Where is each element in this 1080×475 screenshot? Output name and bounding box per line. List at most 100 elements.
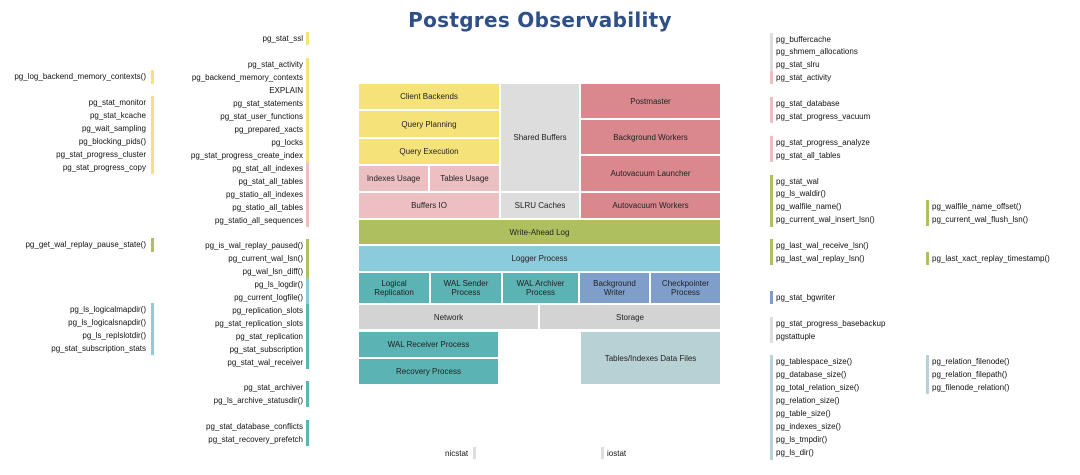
category-bar xyxy=(473,447,476,459)
block-logical-replication: Logical Replication xyxy=(358,272,430,304)
tool-label: pg_stat_wal_receiver xyxy=(227,358,303,367)
tool-label: pg_ls_logicalmapdir() xyxy=(69,305,146,314)
category-bar xyxy=(306,278,309,304)
tool-label: pg_ls_dir() xyxy=(776,448,814,457)
category-bar xyxy=(770,136,773,162)
tool-label: pg_statio_all_sequences xyxy=(214,216,303,225)
block-wal-receiver: WAL Receiver Process xyxy=(358,331,499,358)
tool-label: pg_replication_slots xyxy=(232,306,303,315)
block-autovacuum-workers: Autovacuum Workers xyxy=(580,192,721,219)
block-autovacuum-launcher: Autovacuum Launcher xyxy=(580,155,721,192)
tool-label: pg_log_backend_memory_contexts() xyxy=(14,72,146,81)
tool-label: pg_stat_ssl xyxy=(262,34,303,43)
tool-label: pg_relation_filenode() xyxy=(932,357,1010,366)
category-bar xyxy=(770,317,773,343)
tool-label: pg_indexes_size() xyxy=(776,422,841,431)
tool-label: pg_table_size() xyxy=(776,409,831,418)
tool-label: pg_stat_subscription xyxy=(229,345,303,354)
category-bar xyxy=(151,96,154,174)
tool-label: pg_stat_progress_create_index xyxy=(190,151,303,160)
block-client-backends: Client Backends xyxy=(358,83,500,110)
tool-label: pg_ls_archive_statusdir() xyxy=(213,396,303,405)
tool-label: pg_stat_recovery_prefetch xyxy=(208,435,303,444)
tool-label: pg_stat_all_tables xyxy=(776,151,841,160)
tool-label: pg_walfile_name() xyxy=(776,202,842,211)
category-bar xyxy=(770,291,773,304)
tool-label: pg_ls_replslotdir() xyxy=(82,331,146,340)
category-bar xyxy=(151,238,154,252)
category-bar xyxy=(770,175,773,227)
block-network: Network xyxy=(358,304,539,330)
tool-label: pg_database_size() xyxy=(776,370,847,379)
page-title: Postgres Observability xyxy=(408,8,672,32)
tool-label: pg_stat_activity xyxy=(247,60,303,69)
tool-label: pg_stat_progress_cluster xyxy=(56,150,146,159)
tool-label: pg_is_wal_replay_paused() xyxy=(205,241,303,250)
category-bar xyxy=(770,239,773,265)
tool-label: pg_shmem_allocations xyxy=(776,47,858,56)
block-background-workers: Background Workers xyxy=(580,119,721,155)
tool-label: pg_stat_subscription_stats xyxy=(51,344,146,353)
block-recovery: Recovery Process xyxy=(358,358,499,385)
category-bar xyxy=(306,162,309,227)
tool-label: pg_stat_kcache xyxy=(89,111,146,120)
block-tables-usage: Tables Usage xyxy=(429,165,500,192)
category-bar xyxy=(601,447,604,459)
category-bar xyxy=(306,304,309,369)
tool-label: pg_stat_database_conflicts xyxy=(206,422,303,431)
category-bar xyxy=(770,97,773,123)
category-bar xyxy=(926,355,929,394)
tool-label: pg_current_wal_lsn() xyxy=(228,254,303,263)
tool-label: pg_stat_all_tables xyxy=(238,177,304,186)
block-buffers-io: Buffers IO xyxy=(358,192,500,219)
tool-label: pg_stat_database xyxy=(776,99,840,108)
tool-label: pg_relation_filepath() xyxy=(932,370,1008,379)
block-checkpointer: Checkpointer Process xyxy=(650,272,721,304)
category-bar xyxy=(306,58,309,162)
tool-label: pg_tablespace_size() xyxy=(776,357,853,366)
tool-label: pg_relation_size() xyxy=(776,396,840,405)
tool-label: pg_buffercache xyxy=(776,35,832,44)
block-storage: Storage xyxy=(539,304,721,330)
block-shared-buffers: Shared Buffers xyxy=(500,83,580,192)
tool-label: pg_backend_memory_contexts xyxy=(191,73,303,82)
tool-label: pg_current_logfile() xyxy=(234,293,303,302)
tool-label: pg_wait_sampling xyxy=(81,124,146,133)
block-write-ahead-log: Write-Ahead Log xyxy=(358,219,721,245)
block-wal-archiver: WAL Archiver Process xyxy=(502,272,579,304)
category-bar xyxy=(770,71,773,84)
tool-label: pg_stat_user_functions xyxy=(220,112,303,121)
category-bar xyxy=(926,200,929,226)
tool-label: pg_ls_waldir() xyxy=(776,189,826,198)
category-bar xyxy=(306,381,309,407)
tool-label: pg_stat_progress_analyze xyxy=(776,138,870,147)
block-logger-process: Logger Process xyxy=(358,245,721,272)
block-query-execution: Query Execution xyxy=(358,138,500,165)
tool-label: pg_filenode_relation() xyxy=(932,383,1010,392)
tool-label: pg_stat_progress_vacuum xyxy=(776,112,871,121)
block-indexes-usage: Indexes Usage xyxy=(358,165,429,192)
tool-label: pg_ls_logdir() xyxy=(254,280,303,289)
tool-label: pg_last_xact_replay_timestamp() xyxy=(932,254,1050,263)
tool-label: pg_current_wal_insert_lsn() xyxy=(776,215,875,224)
tool-label: pg_stat_slru xyxy=(776,60,820,69)
block-slru-caches: SLRU Caches xyxy=(500,192,580,219)
category-bar xyxy=(306,239,309,278)
tool-label: pg_stat_all_indexes xyxy=(232,164,303,173)
block-data-files: Tables/Indexes Data Files xyxy=(580,331,721,385)
category-bar xyxy=(306,32,309,45)
tool-label: pg_wal_lsn_diff() xyxy=(242,267,303,276)
tool-label: pg_stat_statements xyxy=(233,99,303,108)
tool-label: pgstattuple xyxy=(776,332,816,341)
block-postmaster: Postmaster xyxy=(580,83,721,119)
block-background-writer: Background Writer xyxy=(579,272,650,304)
category-bar xyxy=(770,33,773,71)
tool-label: pg_stat_replication_slots xyxy=(214,319,303,328)
tool-label: pg_total_relation_size() xyxy=(776,383,860,392)
tool-label-iostat: iostat xyxy=(607,449,627,458)
tool-label: EXPLAIN xyxy=(269,86,303,95)
tool-label: pg_stat_monitor xyxy=(88,98,146,107)
tool-label: pg_stat_progress_copy xyxy=(62,163,146,172)
tool-label: pg_ls_logicalsnapdir() xyxy=(68,318,146,327)
tool-label: pg_stat_progress_basebackup xyxy=(776,319,886,328)
